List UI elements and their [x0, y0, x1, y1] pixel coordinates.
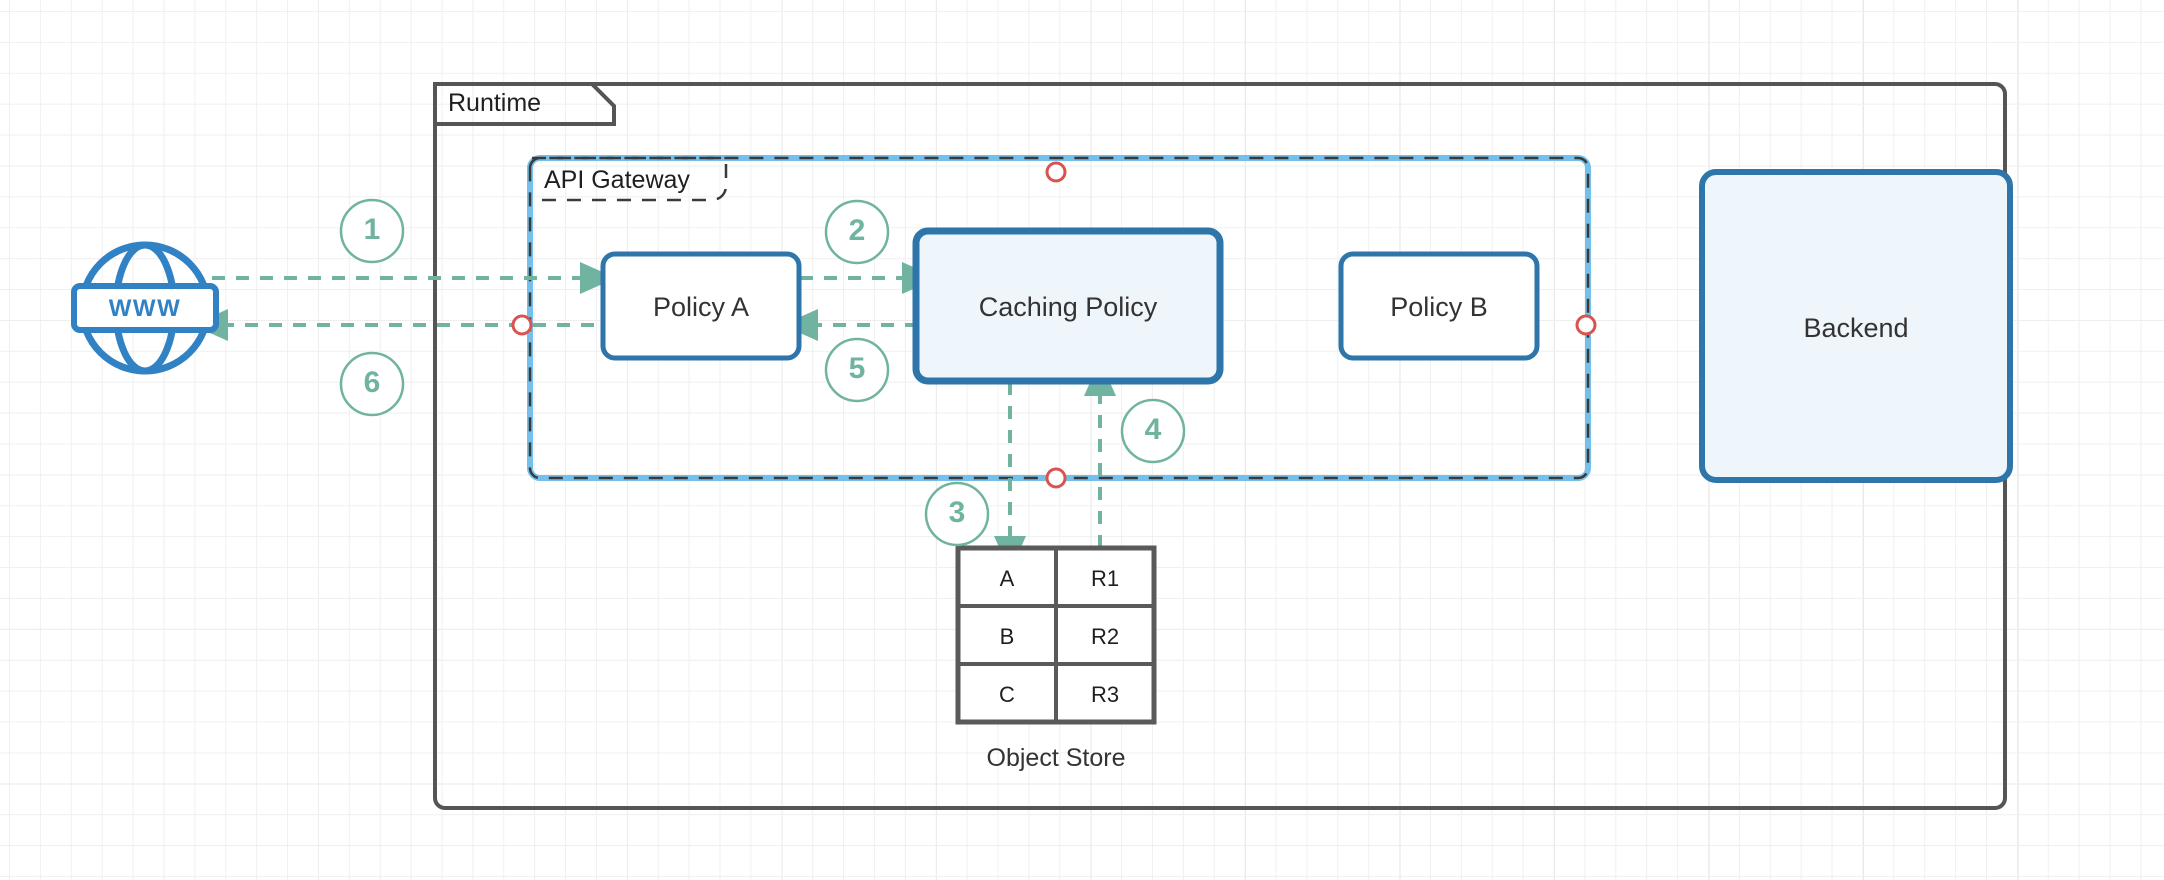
gateway-port-top	[1045, 161, 1067, 183]
gateway-port-left	[511, 314, 533, 336]
api-gateway-group	[527, 155, 1591, 481]
step-circle-3	[924, 481, 990, 547]
store-cell-key-0: A	[999, 566, 1015, 591]
store-cell-key-2: C	[999, 682, 1015, 707]
policy-b-label: Policy B	[1390, 292, 1488, 322]
store-cell-key-1: B	[999, 624, 1015, 649]
step-label-4: 4	[1144, 413, 1162, 446]
www-label: www	[108, 295, 182, 322]
step-label-5: 5	[848, 352, 866, 385]
step-label-2: 2	[848, 214, 866, 247]
gateway-port-right	[1575, 314, 1597, 336]
object-store-caption: Object Store	[986, 744, 1126, 772]
node-policy-a	[600, 251, 802, 361]
runtime-container	[433, 82, 2007, 810]
step-label-3: 3	[948, 496, 966, 529]
step-circle-6	[339, 351, 405, 417]
backend-label: Backend	[1803, 313, 1909, 343]
step-circle-2	[824, 199, 890, 265]
store-cell-value-2: R3	[1090, 682, 1120, 707]
step-circles	[339, 198, 1186, 547]
node-backend	[1699, 169, 2013, 483]
policy-a-label: Policy A	[652, 292, 750, 322]
step-circle-4	[1120, 398, 1186, 464]
api-gateway-label: API Gateway	[544, 166, 690, 194]
object-store-table	[955, 545, 1157, 725]
www-banner	[71, 283, 219, 333]
store-cell-value-0: R1	[1090, 566, 1120, 591]
store-cell-value-1: R2	[1090, 624, 1120, 649]
node-caching-policy	[912, 227, 1224, 385]
step-circle-1	[339, 198, 405, 264]
step-circle-5	[824, 337, 890, 403]
caching-policy-label: Caching Policy	[978, 292, 1158, 322]
gateway-port-bottom	[1045, 467, 1067, 489]
step-label-1: 1	[363, 213, 381, 246]
gateway-ports	[511, 161, 1597, 489]
runtime-label: Runtime	[448, 89, 542, 117]
node-policy-b	[1338, 251, 1540, 361]
step-label-6: 6	[363, 366, 381, 399]
